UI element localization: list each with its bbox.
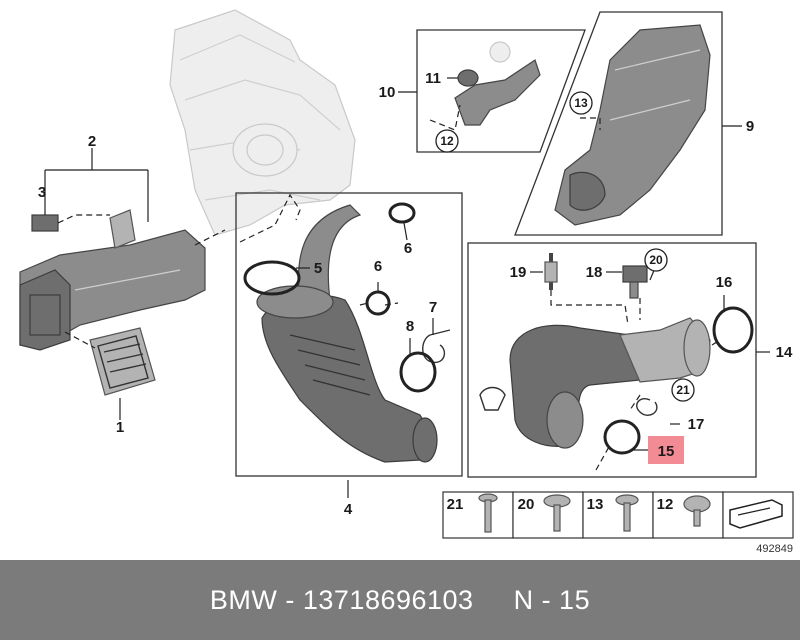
svg-text:12: 12 (440, 134, 454, 148)
circle-label-12: 12 (435, 129, 459, 153)
o-ring-lower (365, 290, 391, 316)
group-box-14 (467, 242, 757, 478)
callout-14: 14 (776, 344, 793, 361)
orientation-arrow-icon (729, 499, 783, 529)
group-box-9 (514, 11, 723, 236)
resonator-part (554, 24, 711, 226)
callout-15: 15 (658, 443, 675, 460)
circle-label-20: 20 (644, 248, 668, 272)
clamp-ring (243, 260, 301, 296)
screw-table: 21 20 13 12 492849 (442, 491, 794, 555)
sensor-18 (622, 265, 648, 299)
highlight-15 (648, 436, 684, 464)
callout-numbers: 1 2 3 4 5 6 6 7 8 9 10 11 14 15 16 17 18… (38, 70, 793, 518)
circle-label-21: 21 (671, 378, 695, 402)
pad-part (31, 214, 59, 232)
caption-text: BMW - 13718696103 N - 15 (209, 584, 591, 615)
o-ring-upper (388, 202, 416, 224)
callout-8: 8 (406, 318, 414, 335)
callout-2: 2 (88, 133, 96, 150)
charge-air-pipe (479, 317, 711, 449)
callout-19: 19 (510, 264, 527, 281)
seal-ring (399, 351, 437, 393)
sensor-19 (544, 253, 558, 290)
callout-18: 18 (586, 264, 603, 281)
leader-lines (44, 77, 770, 498)
grille-filter (89, 327, 156, 396)
callout-17: 17 (688, 416, 705, 433)
screw-icon-12 (683, 495, 711, 527)
seal-ring-15 (603, 419, 641, 455)
screw-label-20: 20 (518, 496, 535, 513)
svg-text:21: 21 (676, 383, 690, 397)
callout-1: 1 (116, 419, 124, 436)
parts-diagram: 12 13 20 21 1 2 3 4 5 6 6 7 8 9 10 11 14… (19, 9, 794, 555)
callout-11: 11 (425, 70, 441, 87)
callout-10: 10 (379, 84, 396, 101)
screw-icon-20 (543, 494, 571, 532)
intake-duct (19, 209, 206, 351)
callout-4: 4 (344, 501, 353, 518)
callout-3: 3 (38, 184, 46, 201)
callout-7: 7 (429, 299, 437, 316)
callout-6b: 6 (374, 258, 382, 275)
screw-label-12: 12 (657, 496, 674, 513)
caption-bar: BMW - 13718696103 N - 15 (0, 560, 800, 640)
seal-ring-16 (712, 306, 754, 354)
group-box-10 (416, 29, 586, 153)
screw-icon-21 (478, 493, 498, 533)
wire-17 (636, 398, 658, 416)
circle-label-13: 13 (569, 91, 593, 115)
dashed-connectors (57, 104, 721, 471)
air-filter-housing-ghost (169, 9, 356, 236)
group-box-4 (235, 192, 463, 477)
svg-text:13: 13 (574, 96, 588, 110)
bracket-part (454, 41, 541, 126)
svg-text:20: 20 (649, 253, 663, 267)
image-code: 492849 (756, 543, 793, 555)
callout-16: 16 (716, 274, 733, 291)
callout-6a: 6 (404, 240, 412, 257)
screw-icon-13 (615, 494, 639, 532)
callout-9: 9 (746, 118, 754, 135)
screw-label-13: 13 (587, 496, 604, 513)
screw-label-21: 21 (447, 496, 464, 513)
callout-5: 5 (314, 260, 322, 277)
